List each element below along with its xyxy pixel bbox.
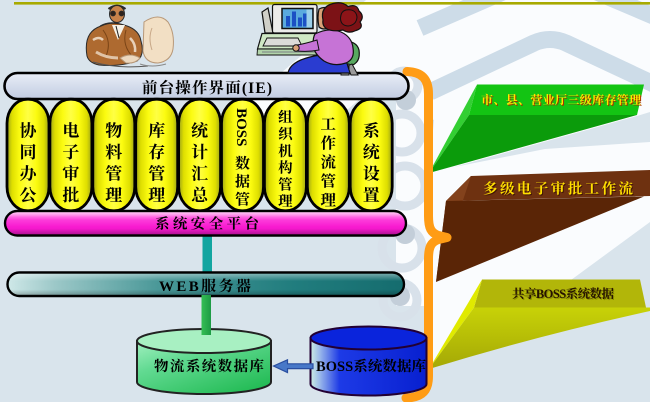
svg-text:多级电子审批工作流: 多级电子审批工作流 xyxy=(483,178,634,199)
svg-text:共享BOSS系统数据: 共享BOSS系统数据 xyxy=(512,284,614,302)
svg-text:机: 机 xyxy=(278,140,293,161)
svg-text:设: 设 xyxy=(363,159,380,184)
svg-text:前台操作界面(IE): 前台操作界面(IE) xyxy=(142,76,272,98)
svg-text:据: 据 xyxy=(235,170,250,191)
svg-text:作: 作 xyxy=(321,132,337,154)
svg-text:统: 统 xyxy=(191,116,209,141)
svg-text:共享BOSS系统数据: 共享BOSS系统数据 xyxy=(513,285,615,303)
svg-text:组: 组 xyxy=(278,106,293,127)
svg-text:织: 织 xyxy=(278,123,294,144)
svg-text:管: 管 xyxy=(235,188,250,209)
svg-text:工: 工 xyxy=(321,113,337,135)
svg-text:数: 数 xyxy=(235,152,250,173)
svg-text:管: 管 xyxy=(105,159,122,184)
svg-text:BOSS系统数据库: BOSS系统数据库 xyxy=(316,355,427,376)
svg-text:料: 料 xyxy=(105,138,122,163)
svg-text:市、县、营业厅三级库存管理: 市、县、营业厅三级库存管理 xyxy=(482,92,642,109)
svg-text:电: 电 xyxy=(62,116,79,141)
svg-text:物流系统数据库: 物流系统数据库 xyxy=(154,355,265,376)
svg-text:总: 总 xyxy=(191,181,209,206)
svg-text:WEB服务器: WEB服务器 xyxy=(159,275,251,296)
svg-text:置: 置 xyxy=(363,181,380,206)
svg-text:管: 管 xyxy=(278,173,293,194)
svg-text:办: 办 xyxy=(20,159,39,184)
svg-text:批: 批 xyxy=(62,181,79,206)
svg-text:市、县、营业厅三级库存管理: 市、县、营业厅三级库存管理 xyxy=(481,91,641,108)
svg-text:计: 计 xyxy=(191,138,208,163)
svg-text:汇: 汇 xyxy=(191,159,208,184)
svg-text:系: 系 xyxy=(363,116,381,141)
svg-text:公: 公 xyxy=(20,181,37,206)
svg-text:多级电子审批工作流: 多级电子审批工作流 xyxy=(484,179,635,200)
svg-text:管: 管 xyxy=(321,170,337,192)
svg-text:BOSS: BOSS xyxy=(232,108,253,146)
svg-text:物: 物 xyxy=(105,116,122,141)
svg-text:理: 理 xyxy=(148,181,165,206)
svg-text:理: 理 xyxy=(105,181,122,206)
svg-text:存: 存 xyxy=(148,138,165,163)
svg-text:管: 管 xyxy=(148,159,165,184)
svg-text:理: 理 xyxy=(321,189,337,211)
svg-text:协: 协 xyxy=(20,116,39,141)
svg-text:构: 构 xyxy=(278,157,293,178)
svg-text:子: 子 xyxy=(62,138,79,163)
svg-text:同: 同 xyxy=(20,138,37,163)
svg-text:统: 统 xyxy=(363,138,381,163)
svg-text:审: 审 xyxy=(62,159,79,184)
svg-text:流: 流 xyxy=(321,151,337,173)
svg-text:库: 库 xyxy=(148,116,165,141)
svg-text:理: 理 xyxy=(278,190,293,211)
